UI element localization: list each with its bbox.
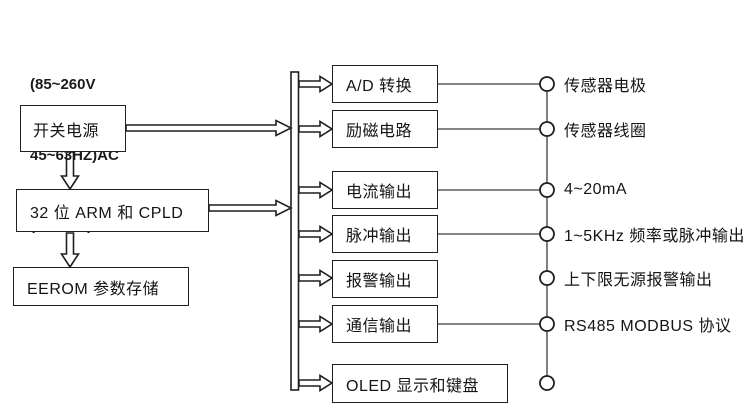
terminal-label-4-20ma: 4~20mA	[564, 181, 628, 198]
box-oled-keypad: OLED 显示和键盘	[332, 364, 508, 403]
terminal-circle-coil	[539, 121, 555, 137]
terminal-circle-bottom	[539, 375, 555, 391]
box-arm-cpld: 32 位 ARM 和 CPLD	[16, 189, 209, 232]
arrow-bus-to-comm	[298, 315, 334, 333]
terminal-circle-pulse	[539, 226, 555, 242]
terminal-label-sensor-electrode: 传感器电极	[564, 78, 647, 95]
arrow-bus-to-current	[298, 181, 334, 199]
arrow-power-to-bus	[125, 119, 293, 137]
box-alarm-output: 报警输出	[332, 260, 438, 298]
terminal-label-alarm-limits: 上下限无源报警输出	[564, 272, 713, 289]
box-excitation-circuit: 励磁电路	[332, 110, 438, 148]
arrow-bus-to-alarm	[298, 269, 334, 287]
terminal-circle-current	[539, 182, 555, 198]
arrow-power-to-arm	[60, 151, 80, 191]
power-spec-line-1: (85~260V	[30, 76, 96, 93]
terminal-label-rs485-modbus: RS485 MODBUS 协议	[564, 318, 732, 335]
terminal-label-sensor-coil: 传感器线圈	[564, 123, 647, 140]
box-comm-output: 通信输出	[332, 305, 438, 343]
box-ad-converter: A/D 转换	[332, 65, 438, 103]
bus-bar	[290, 71, 300, 391]
box-pulse-output: 脉冲输出	[332, 215, 438, 253]
terminal-circle-electrode	[539, 76, 555, 92]
terminal-circle-rs485	[539, 316, 555, 332]
arrow-bus-to-excitation	[298, 120, 334, 138]
terminal-circle-alarm	[539, 270, 555, 286]
arrow-arm-to-eerom	[60, 232, 80, 269]
box-current-output: 电流输出	[332, 171, 438, 209]
arrow-bus-to-oled	[298, 374, 334, 392]
box-power-supply: 开关电源	[20, 105, 126, 152]
arrow-arm-to-bus	[208, 199, 293, 217]
arrow-bus-to-pulse	[298, 225, 334, 243]
arrow-bus-to-adc	[298, 75, 334, 93]
box-eerom-storage: EEROM 参数存储	[13, 267, 189, 306]
power-input-spec: (85~260V 45~63HZ)AC (20~36V)DC	[30, 26, 119, 285]
terminal-label-pulse-freq: 1~5KHz 频率或脉冲输出	[564, 228, 745, 245]
